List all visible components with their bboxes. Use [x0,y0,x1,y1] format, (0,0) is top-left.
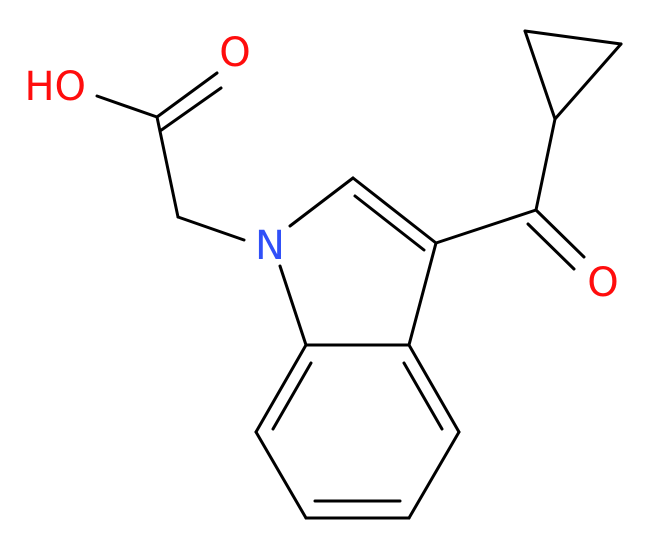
bond-c3-c3a [407,241,438,347]
bond-c7-c7a-2 [271,361,313,431]
bond-c2-c3-2 [353,194,426,252]
bond-cyclopropyl-a [523,29,557,121]
bond-carbonyl-o-2 [526,222,576,271]
bond-c7-c7a-1 [254,343,308,434]
bond-c-o-double-1 [155,71,219,119]
bond-carbonyl-o-1 [534,208,586,259]
bond-n-c2 [288,176,355,228]
bond-cyclopropyl-c [553,42,623,121]
indole-nitrogen-label: N [255,223,285,269]
bond-c-ch2 [155,115,180,219]
bond-c3a-c4-2 [402,361,444,431]
bond-c4-c5 [407,430,461,520]
bond-carbonyl-cyclopropyl [534,117,557,212]
bond-c2-c3-1 [351,176,438,245]
bond-cyclopropyl-b [523,29,623,46]
acid-oxygen-label: O [219,30,250,76]
bond-c3a-c4-1 [407,343,461,434]
hydroxyl-label: HO [24,64,86,110]
bond-c3-carbonyl [434,208,538,245]
bond-c6-c7 [254,430,308,520]
ketone-oxygen-label: O [587,260,618,306]
bond-ch2-n [176,215,246,242]
bond-c-o-double-2 [158,86,223,133]
bond-c-oh [95,94,159,119]
bond-c7a-n [278,264,308,347]
